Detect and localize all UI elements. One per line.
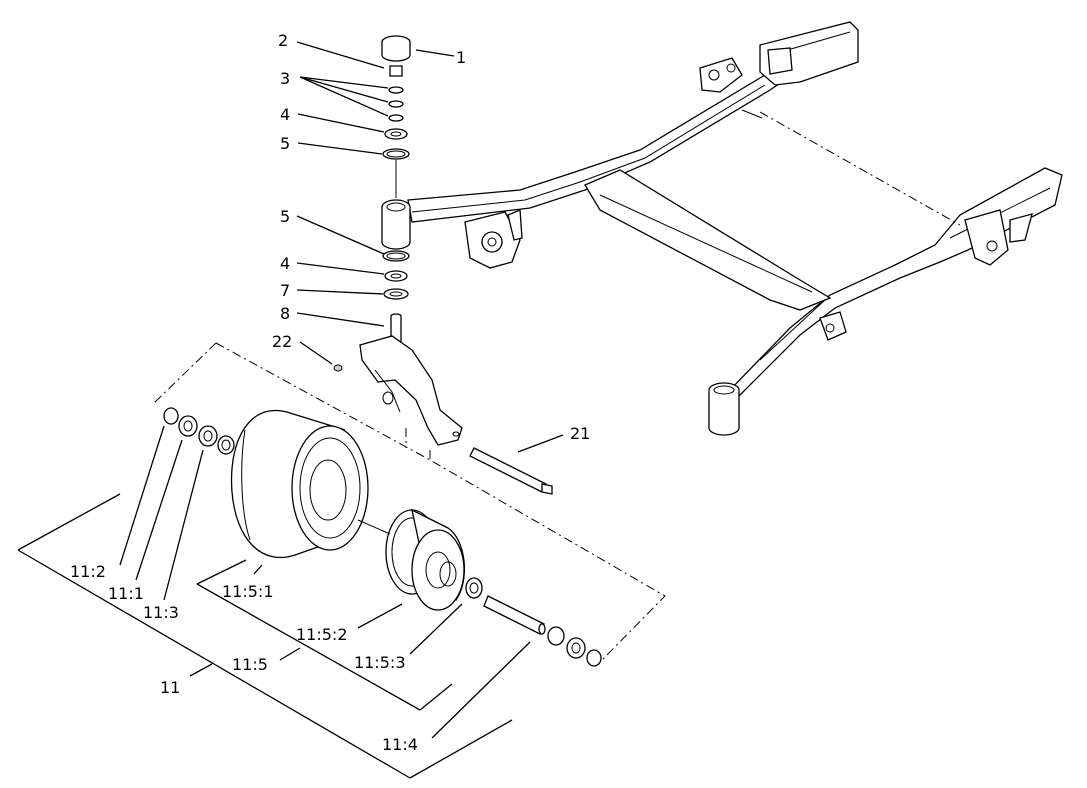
callout-5-upper: 5 (280, 134, 290, 153)
callout-7: 7 (280, 281, 290, 300)
callout-11-1: 11:1 (108, 584, 144, 603)
callout-8: 8 (280, 304, 290, 323)
callout-4-upper: 4 (280, 105, 290, 124)
callout-11-5-2: 11:5:2 (296, 625, 348, 644)
callout-4-lower: 4 (280, 254, 290, 273)
callout-11-3: 11:3 (143, 603, 179, 622)
callout-11-5: 11:5 (232, 655, 268, 674)
callout-3: 3 (280, 69, 290, 88)
callout-22: 22 (272, 332, 292, 351)
mower-frame (381, 21, 1063, 436)
caster-fork (151, 335, 666, 663)
callout-5-lower: 5 (280, 207, 290, 226)
callout-11: 11 (160, 678, 180, 697)
callout-2: 2 (278, 31, 288, 50)
callout-labels: 2 1 3 4 5 5 4 7 8 22 21 11:2 11:1 11:3 1… (70, 31, 590, 754)
callout-11-4: 11:4 (382, 735, 418, 754)
callout-11-5-1: 11:5:1 (222, 582, 274, 601)
callout-11-5-3: 11:5:3 (354, 653, 406, 672)
callout-11-2: 11:2 (70, 562, 106, 581)
callout-1: 1 (456, 48, 466, 67)
caster-wheel (163, 407, 602, 667)
callout-21: 21 (570, 424, 590, 443)
leader-lines (17, 41, 564, 779)
